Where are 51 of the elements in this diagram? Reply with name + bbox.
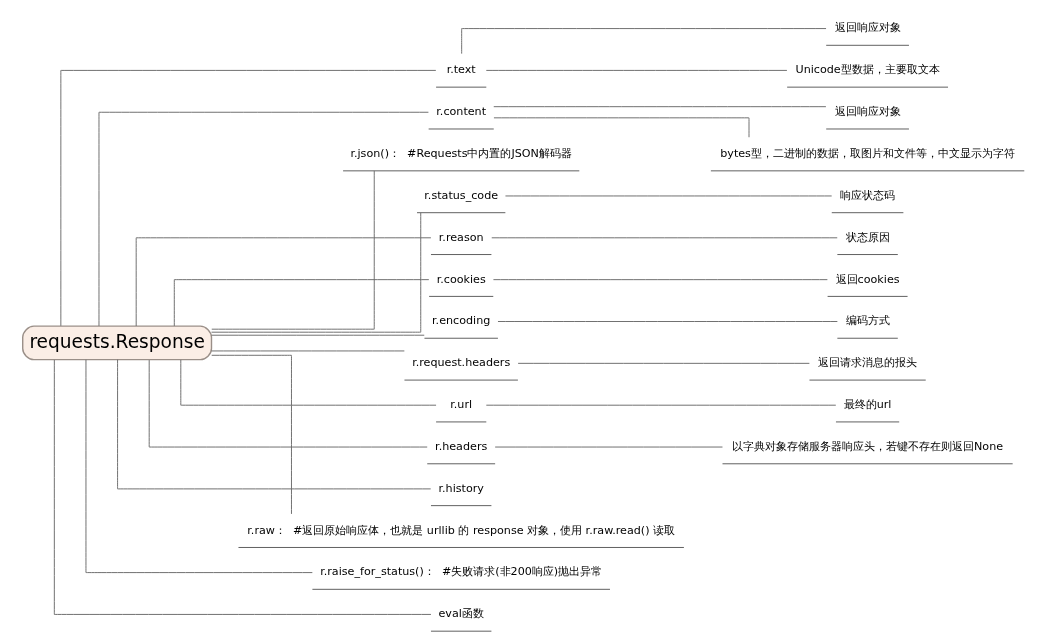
connector bbox=[180, 359, 437, 406]
connector bbox=[211, 334, 425, 336]
node-text: 最终的url bbox=[843, 398, 892, 412]
connector bbox=[493, 117, 750, 138]
node-text: r.content bbox=[436, 105, 487, 119]
connector bbox=[485, 69, 788, 71]
connector bbox=[505, 195, 833, 197]
connector bbox=[485, 404, 837, 406]
connector bbox=[517, 362, 810, 364]
node-text: 以字典对象存储服务器响应头，若键不存在则返回None bbox=[732, 439, 1004, 453]
connector bbox=[461, 28, 827, 55]
node-text: 返回响应对象 bbox=[834, 21, 901, 35]
connector bbox=[60, 69, 437, 327]
connector bbox=[491, 237, 838, 239]
connector bbox=[148, 359, 428, 448]
connector bbox=[497, 321, 838, 322]
node-text: 返回cookies bbox=[835, 272, 900, 286]
connector bbox=[173, 279, 430, 327]
node-text: r.cookies bbox=[436, 272, 486, 286]
connector bbox=[211, 212, 422, 333]
connector bbox=[85, 359, 313, 574]
node-text: r.encoding bbox=[432, 314, 491, 328]
connector bbox=[494, 446, 723, 448]
connector bbox=[211, 354, 292, 515]
node-text: 响应状态码 bbox=[840, 188, 896, 202]
connector bbox=[211, 170, 375, 330]
node-text: eval函数 bbox=[438, 607, 484, 621]
node-text: r.url bbox=[450, 398, 473, 412]
node-text: r.request.headers bbox=[412, 356, 511, 370]
node-text: Unicode型数据，主要取文本 bbox=[795, 63, 940, 77]
connector bbox=[492, 279, 828, 281]
node-text: r.raw： #返回原始响应体，也就是 urllib 的 response 对象，使用 r.raw.read() 读取 bbox=[247, 523, 676, 537]
connector bbox=[135, 237, 432, 327]
node-text: 返回请求消息的报头 bbox=[818, 356, 918, 370]
connector bbox=[53, 359, 432, 615]
node-text: bytes型，二进制的数据，取图片和文件等，中文显示为字符 bbox=[720, 146, 1015, 160]
node-text: r.text bbox=[446, 63, 476, 77]
node-text: r.raise_for_status()： #失败请求(非200响应)抛出异常 bbox=[320, 565, 603, 579]
connector bbox=[493, 106, 827, 108]
node-text: r.json()： #Requests中内置的JSON解码器 bbox=[350, 146, 572, 160]
connector bbox=[211, 350, 405, 352]
connector bbox=[98, 111, 429, 327]
connector bbox=[117, 359, 432, 490]
node-text: 编码方式 bbox=[845, 314, 890, 328]
node-text: r.headers bbox=[435, 439, 488, 453]
node-box: requests.Response bbox=[22, 325, 213, 361]
node-text: 状态原因 bbox=[845, 230, 890, 244]
node-text: r.reason bbox=[438, 230, 484, 244]
node-text: r.status_code bbox=[424, 188, 499, 202]
node-text: 返回响应对象 bbox=[834, 105, 901, 119]
node-text: r.history bbox=[438, 481, 484, 495]
